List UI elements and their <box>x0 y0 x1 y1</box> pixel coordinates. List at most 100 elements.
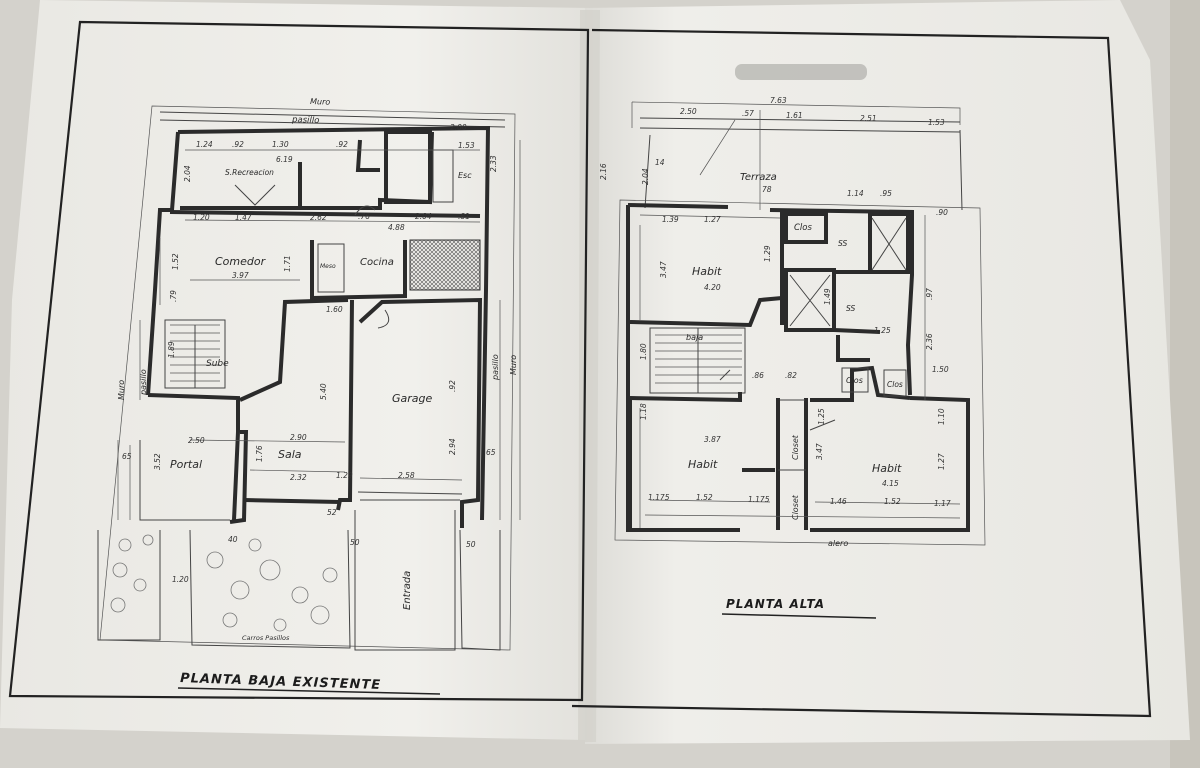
dim-up-139: 1.39 <box>662 215 679 224</box>
label-carros: Carros Pasillos <box>242 634 290 642</box>
dim-488: 4.88 <box>388 223 405 232</box>
dim-176: 1.76 <box>255 445 264 462</box>
label-esc: Esc <box>458 171 472 180</box>
dim-up-236: 2.36 <box>925 333 934 350</box>
dim-up-347b: 3.47 <box>815 443 824 460</box>
dim-up-117: 1.17 <box>934 499 951 508</box>
dim-233: 2.33 <box>489 155 498 172</box>
dim-204a: 2.04 <box>183 165 192 182</box>
label-muro-left: Muro <box>117 380 126 400</box>
dim-up-152a: 1.52 <box>696 493 713 502</box>
right-page-border <box>571 28 1152 718</box>
ground-floor-labels: Muro pasillo S.Recreacion Esc Comedor Co… <box>117 97 518 642</box>
dim-153: 1.53 <box>458 141 475 150</box>
dim-147: 1.47 <box>235 213 252 222</box>
dim-up-114: 1.14 <box>847 189 864 198</box>
dim-40: 40 <box>228 535 238 544</box>
label-sala: Sala <box>278 448 302 461</box>
dim-up-251: 2.51 <box>860 114 877 123</box>
dim-130: 1.30 <box>272 140 289 149</box>
label-alero: alero <box>828 539 848 548</box>
label-pasillo-right: pasillo <box>491 354 500 381</box>
dim-120a: 1.20 <box>193 213 210 222</box>
dim-92a: .92 <box>232 140 244 149</box>
dim-up-82: .82 <box>785 371 797 380</box>
dim-129: 1.29 <box>336 471 353 480</box>
label-comedor: Comedor <box>215 255 267 268</box>
dim-540: 5.40 <box>319 383 328 400</box>
dim-up-763: 7.63 <box>770 96 787 105</box>
label-garage: Garage <box>392 392 433 405</box>
label-portal: Portal <box>170 458 202 471</box>
dim-52: 52 <box>327 508 337 517</box>
label-clos-mid2: Clos <box>887 380 903 389</box>
label-sube: Sube <box>206 359 229 369</box>
dim-397: 3.97 <box>232 271 249 280</box>
dim-up-14: 14 <box>655 158 665 167</box>
dim-92b: .92 <box>336 140 348 149</box>
label-clos-top: Clos <box>794 223 812 233</box>
dim-up-1175b: 1.175 <box>748 495 770 504</box>
title-upper-underline <box>721 613 877 619</box>
redacted-label <box>735 64 867 80</box>
dim-up-420: 4.20 <box>704 283 721 292</box>
label-closet-a: Closet <box>791 434 800 460</box>
dim-76: .76 <box>358 212 370 221</box>
label-clos-mid: Clos <box>846 376 863 385</box>
dim-250: 2.50 <box>188 436 205 445</box>
label-ss-b: SS <box>846 304 855 313</box>
dim-up-153: 1.53 <box>928 118 945 127</box>
dim-152: 1.52 <box>171 253 180 270</box>
label-muro-right: Muro <box>509 355 518 375</box>
dim-up-149: 1.49 <box>823 288 832 305</box>
dim-up-180: 1.80 <box>639 343 648 360</box>
dim-92c: .92 <box>448 380 457 392</box>
title-upper-floor: PLANTA ALTA <box>726 597 825 611</box>
dim-262: 2.62 <box>310 213 327 222</box>
dim-up-125b: 1.25 <box>817 408 826 425</box>
dim-up-150: 1.50 <box>932 365 949 374</box>
dim-120b: 1.20 <box>172 575 189 584</box>
label-entrada: Entrada <box>402 571 413 610</box>
label-habit-br: Habit <box>872 462 902 475</box>
dim-up-1175a: 1.175 <box>648 493 670 502</box>
label-pasillo-left: pasillo <box>139 369 148 396</box>
dim-258: 2.58 <box>398 471 415 480</box>
label-recreacion: S.Recreacion <box>225 168 274 177</box>
dim-up-387: 3.87 <box>704 435 721 444</box>
label-pasillo-top: pasillo <box>291 115 320 126</box>
dim-up-127b: 1.27 <box>937 453 946 470</box>
dim-up-57: .57 <box>742 109 754 118</box>
dim-up-347: 3.47 <box>659 261 668 278</box>
dim-up-90: .90 <box>936 208 948 217</box>
dim-200: 2.00 <box>450 123 467 132</box>
dim-up-86: .86 <box>752 371 764 380</box>
dim-81: .81 <box>458 212 470 221</box>
dim-65a: 65 <box>122 452 132 461</box>
dim-352: 3.52 <box>153 453 162 470</box>
title-ground-underline <box>177 687 441 695</box>
dim-65b: 65 <box>486 448 496 457</box>
label-habit-top: Habit <box>692 265 722 278</box>
dim-up-125a: 1.25 <box>874 326 891 335</box>
dim-619: 6.19 <box>276 155 293 164</box>
dim-up-110: 1.10 <box>937 408 946 425</box>
dim-204b: 2.04 <box>415 212 432 221</box>
dim-290: 2.90 <box>290 433 307 442</box>
dim-up-127: 1.27 <box>704 215 721 224</box>
upper-floor-plan <box>614 101 986 546</box>
left-page <box>0 0 590 740</box>
dim-160: 1.60 <box>326 305 343 314</box>
dim-294: 2.94 <box>448 438 457 455</box>
label-muro-top: Muro <box>310 97 331 107</box>
dim-up-97: .97 <box>925 288 934 300</box>
dim-79: .79 <box>169 290 178 302</box>
label-cocina: Cocina <box>360 257 394 268</box>
left-page-border <box>8 20 590 702</box>
dim-232: 2.32 <box>290 473 307 482</box>
dim-up-161: 1.61 <box>786 111 803 120</box>
dim-up-118: 1.18 <box>639 403 648 420</box>
dim-up-415: 4.15 <box>882 479 899 488</box>
label-habit-bl: Habit <box>688 458 718 471</box>
